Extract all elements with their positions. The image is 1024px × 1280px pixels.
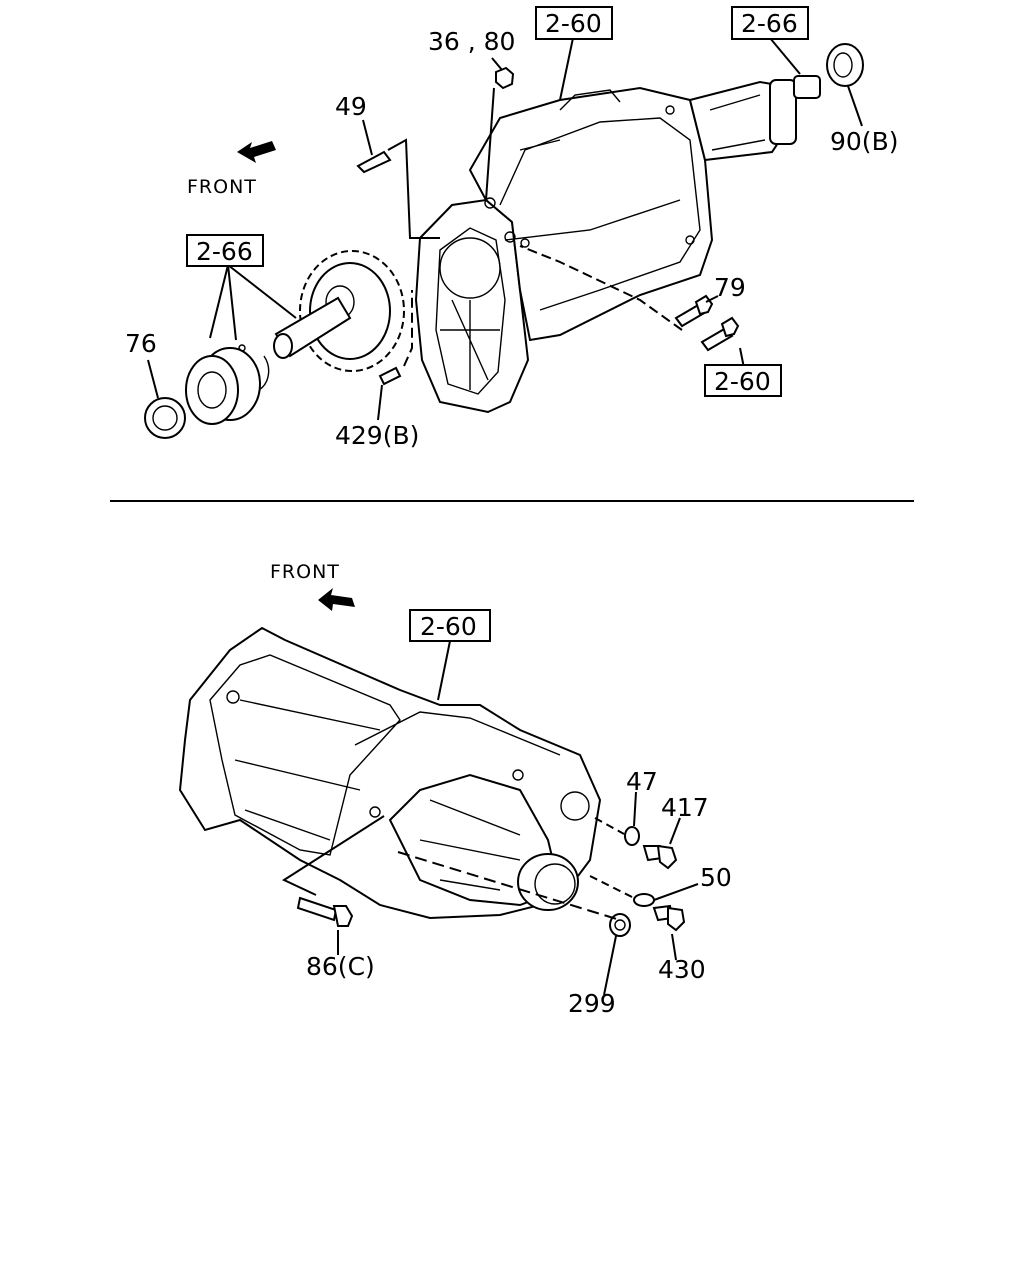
plug-bolt-430 — [652, 904, 686, 932]
callout-36-80: 36 , 80 — [428, 27, 515, 56]
callout-299: 299 — [568, 989, 616, 1018]
bolt-79 — [674, 294, 714, 328]
front-arrow-icon — [237, 141, 276, 163]
input-shaft — [273, 296, 352, 359]
front-arrow-icon-bottom — [318, 588, 355, 611]
top-view: FRONT — [125, 6, 898, 450]
oil-seal-90b — [826, 43, 864, 87]
callout-430: 430 — [658, 955, 706, 984]
stud-49 — [356, 150, 392, 174]
o-ring-47 — [624, 826, 640, 846]
oil-seal-76 — [144, 397, 186, 439]
callout-2-66-top: 2-66 — [741, 9, 798, 38]
callout-417: 417 — [661, 793, 709, 822]
ref-box-2-66-left — [186, 234, 264, 267]
ref-box-2-60-bottom — [409, 609, 491, 642]
ref-box-2-66-top — [731, 6, 809, 40]
front-label-bottom: FRONT — [270, 561, 340, 583]
front-label: FRONT — [187, 176, 257, 198]
callout-50: 50 — [700, 863, 732, 892]
callout-90b: 90(B) — [830, 127, 898, 156]
ref-box-2-60-top — [535, 6, 613, 40]
bolt-86c — [296, 896, 354, 927]
leader-lines-top — [147, 37, 863, 421]
leader-lines-bottom — [281, 640, 699, 996]
callout-79: 79 — [714, 273, 746, 302]
ball-bearing — [185, 347, 261, 425]
ref-box-2-60-right — [704, 364, 782, 397]
callout-2-60-right: 2-60 — [714, 367, 771, 396]
callout-86c: 86(C) — [306, 952, 375, 981]
o-ring-50 — [633, 893, 655, 907]
callout-2-60-top: 2-60 — [545, 9, 602, 38]
callout-49: 49 — [335, 92, 367, 121]
bolt-2-60 — [700, 316, 740, 352]
drive-gear — [299, 250, 405, 372]
transfer-case-housing-rear — [178, 626, 602, 920]
dowel-pin-429b — [378, 366, 402, 386]
callout-76: 76 — [125, 329, 157, 358]
plug-bolt-417 — [642, 844, 678, 870]
nut-36-80 — [495, 66, 515, 90]
callout-2-66-left: 2-66 — [196, 237, 253, 266]
callout-47: 47 — [626, 767, 658, 796]
transfer-case-housing — [414, 75, 821, 414]
callout-429b: 429(B) — [335, 421, 419, 450]
bottom-view: FRONT — [178, 561, 732, 1018]
callout-2-60-bottom: 2-60 — [420, 612, 477, 641]
